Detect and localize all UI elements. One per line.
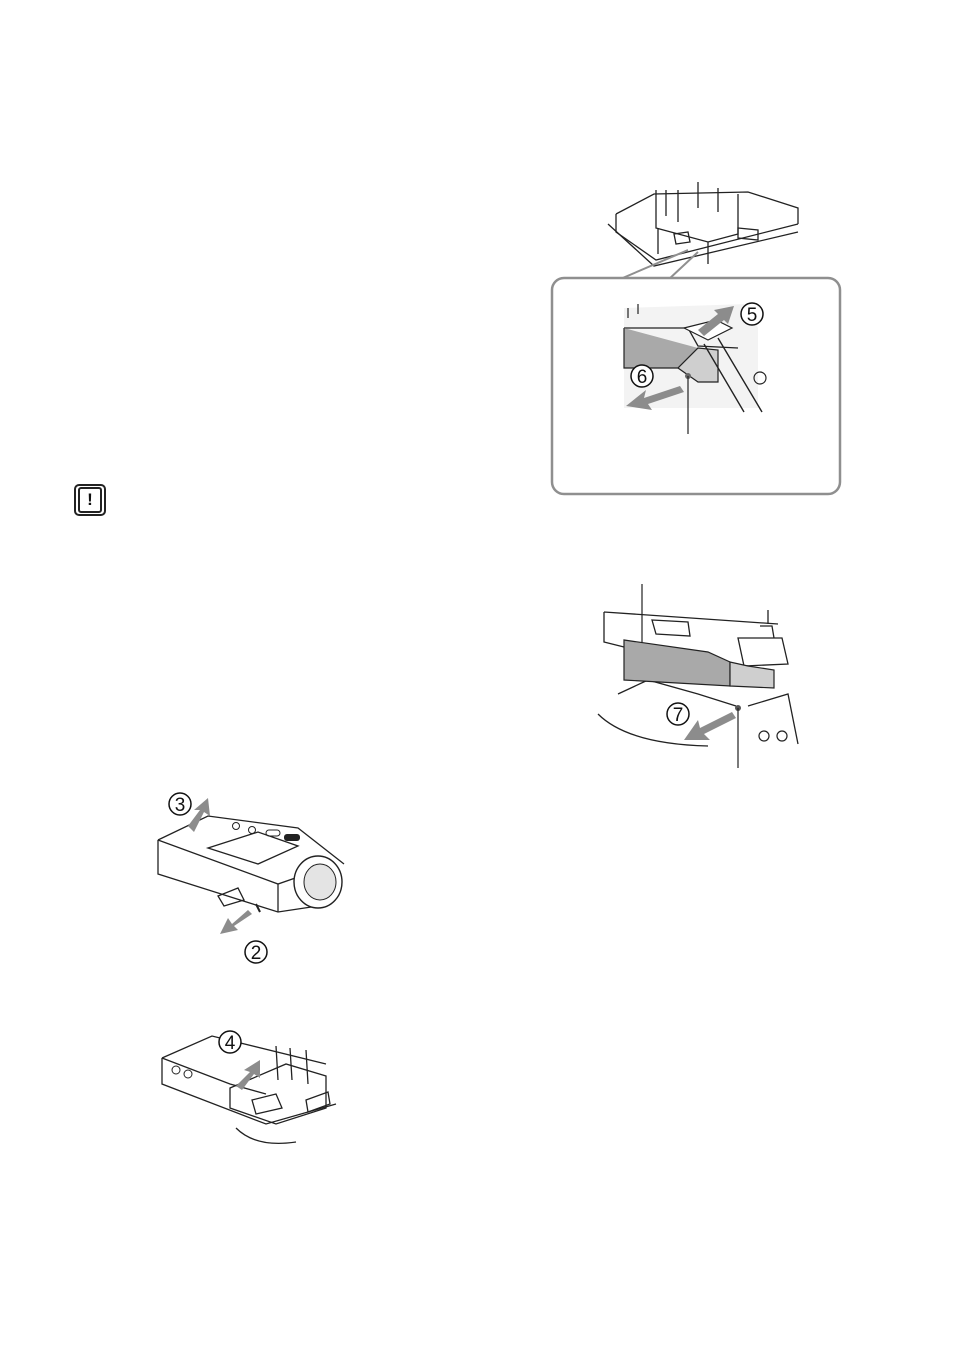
step-label-4: 4 (225, 1033, 236, 1054)
step-label-5: 5 (747, 305, 758, 326)
open-unit-figure: 4 (156, 1024, 342, 1156)
slide-cover-figure: 3 2 (148, 788, 350, 966)
overview-and-callout-figure: 5 6 (548, 168, 848, 500)
caution-icon: ! (74, 484, 106, 516)
step-arrow-7 (684, 712, 736, 740)
slide-arrow-down (220, 910, 252, 934)
step-label-7: 7 (673, 705, 684, 726)
connector-removal-figure: 7 (588, 584, 816, 768)
chassis-overview (608, 182, 798, 266)
caution-glyph: ! (78, 487, 102, 513)
overview-callout-svg: 5 6 (548, 168, 848, 500)
step-label-3: 3 (175, 795, 186, 816)
step-label-6: 6 (637, 367, 648, 388)
step-label-2: 2 (251, 943, 262, 964)
open-arrow-up (236, 1060, 260, 1090)
